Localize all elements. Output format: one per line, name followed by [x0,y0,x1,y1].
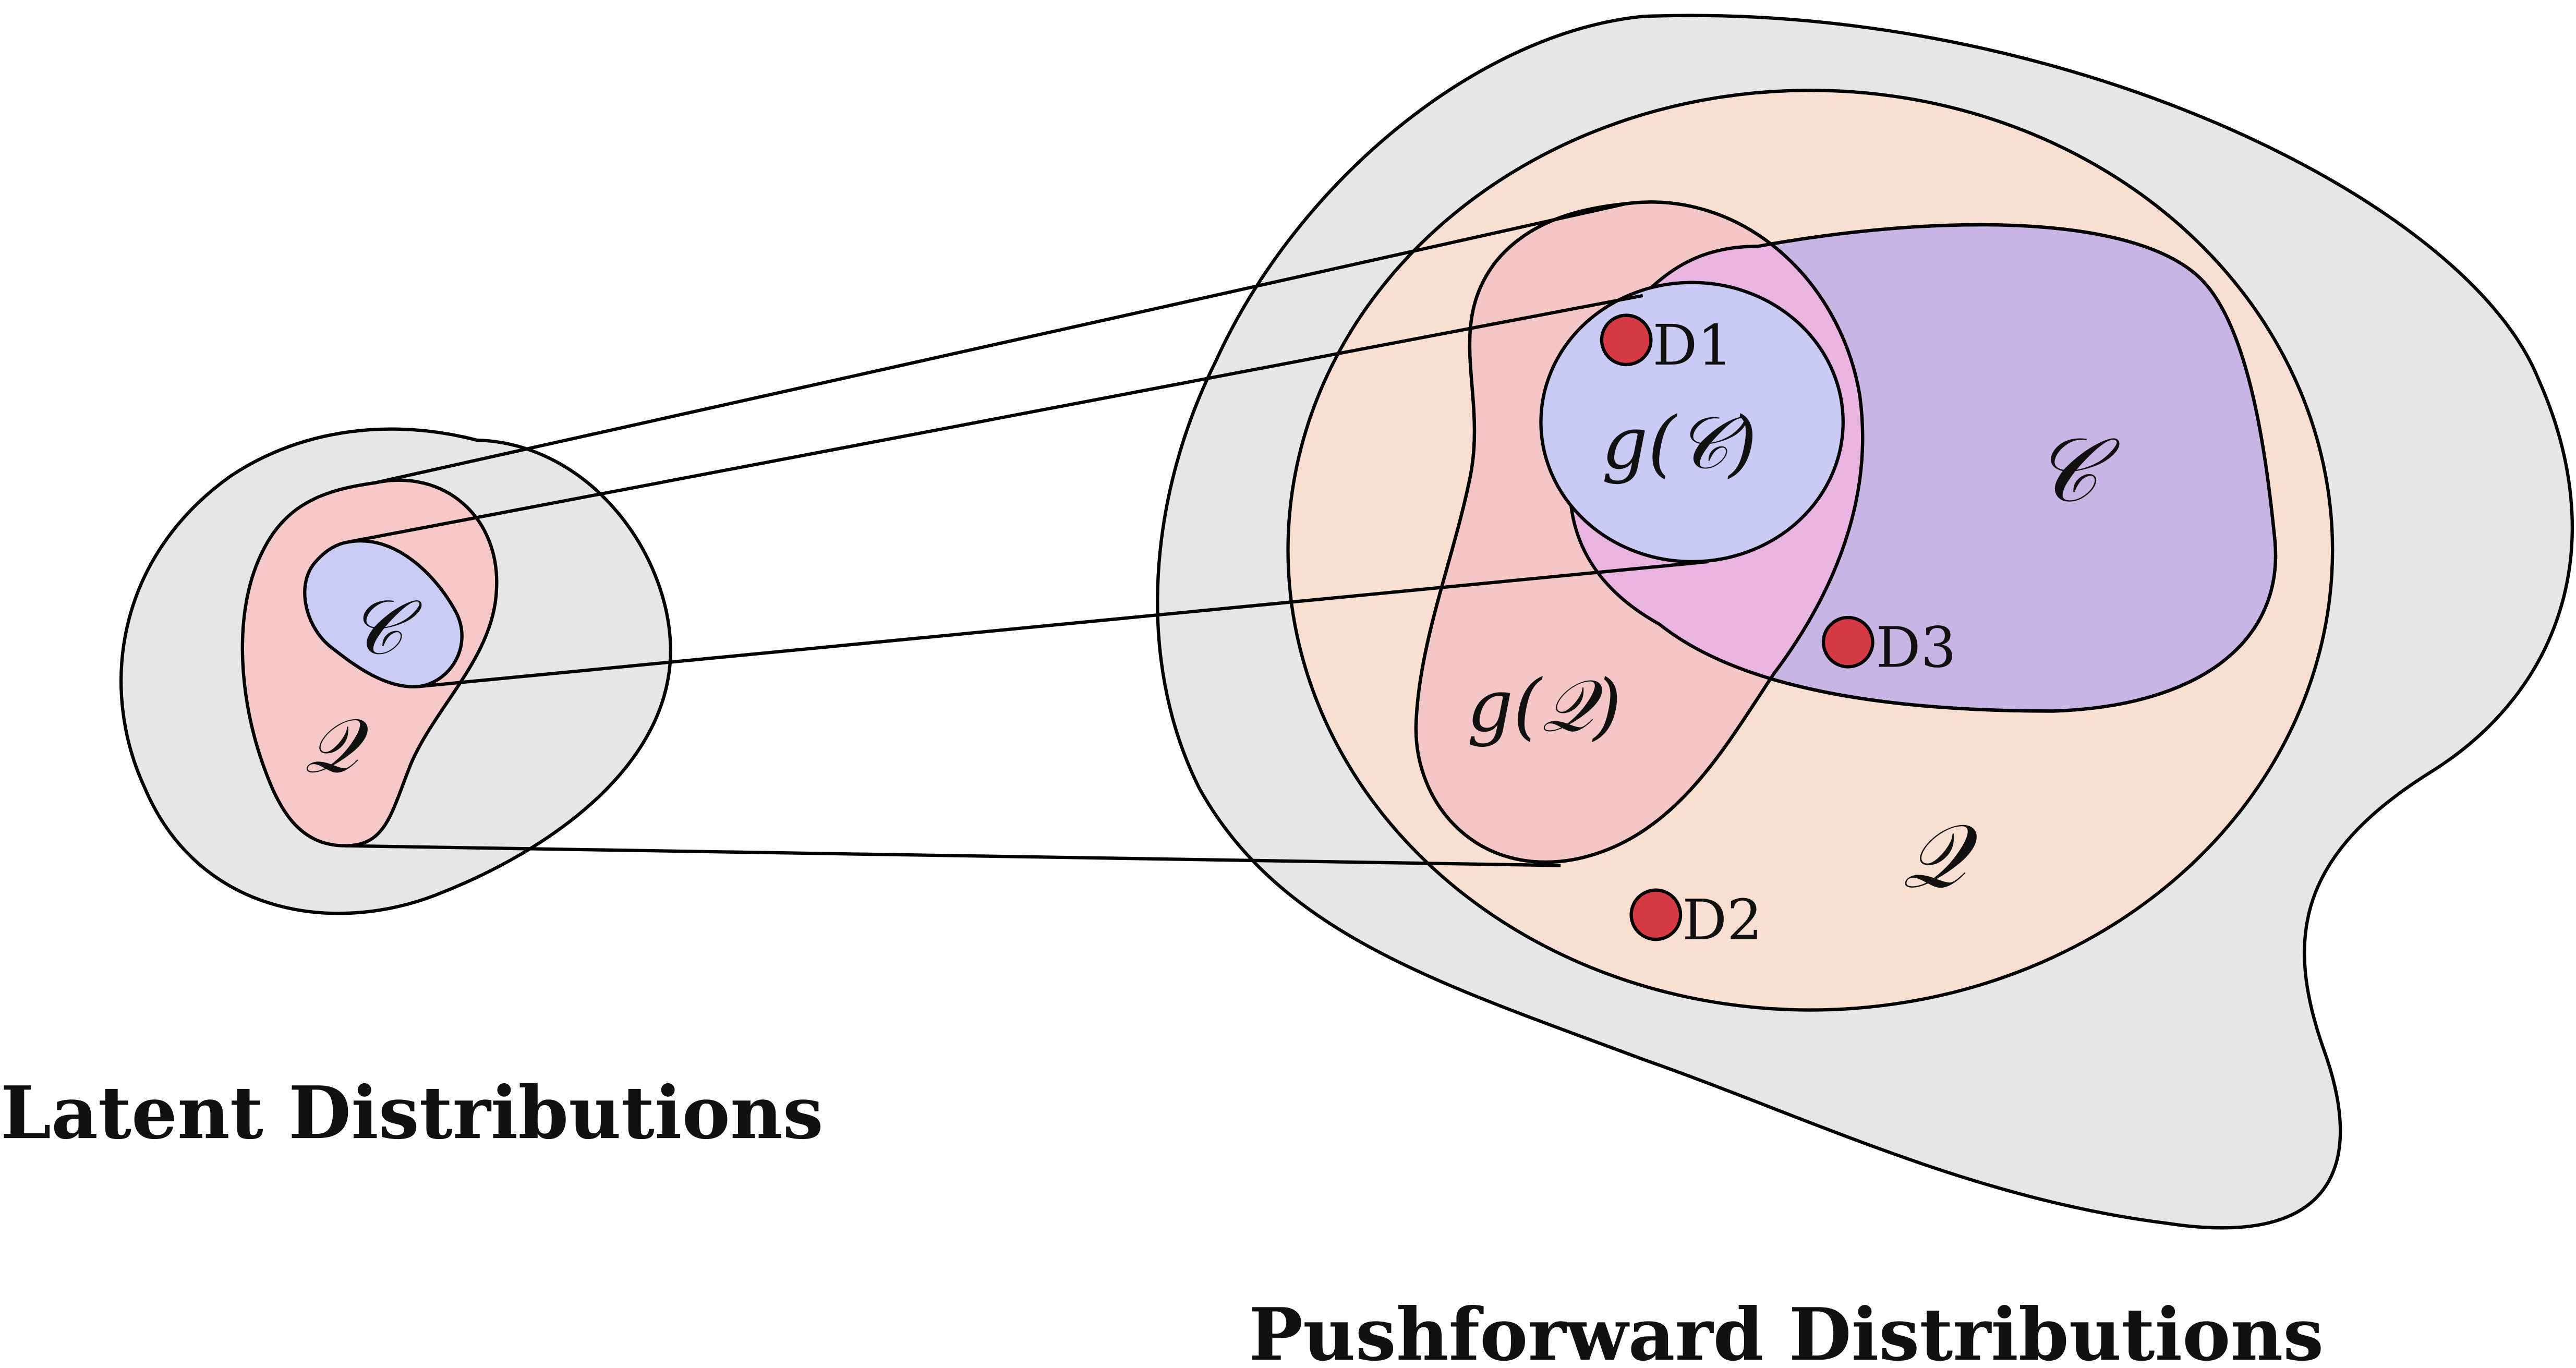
point-d1: D1 [1600,313,1733,378]
pushforward-gQ-label: g(𝒬) [1467,663,1622,748]
map-line-Q-bottom [345,844,1561,867]
pushforward-caption: Pushforward Distributions [1249,1292,2324,1368]
map-line-C-top [348,294,1643,544]
point-d3-marker [1821,615,1874,669]
mapping-lines [345,202,1709,867]
latent-C-region [303,539,464,688]
latent-space: 𝒞 𝒬 [119,427,672,915]
point-d2-label: D2 [1682,888,1762,953]
point-d2: D2 [1629,888,1762,953]
point-d3: D3 [1821,615,1956,680]
map-line-Q-top [374,202,1627,485]
map-line-C-bottom [419,560,1709,688]
pushforward-space: g(𝒞) g(𝒬) 𝒞 𝒬 [1156,14,2574,1230]
point-d3-label: D3 [1876,615,1956,680]
pushforward-gC-label: g(𝒞) [1602,401,1757,485]
latent-Q-label: 𝒬 [304,703,369,790]
pushforward-Q-label: 𝒬 [1902,805,1978,908]
points: D1 D2 D3 [1600,313,1956,953]
latent-caption: Latent Distributions [1,1070,824,1155]
point-d2-marker [1629,888,1683,941]
point-d1-label: D1 [1653,313,1733,378]
point-d1-marker [1600,313,1653,367]
